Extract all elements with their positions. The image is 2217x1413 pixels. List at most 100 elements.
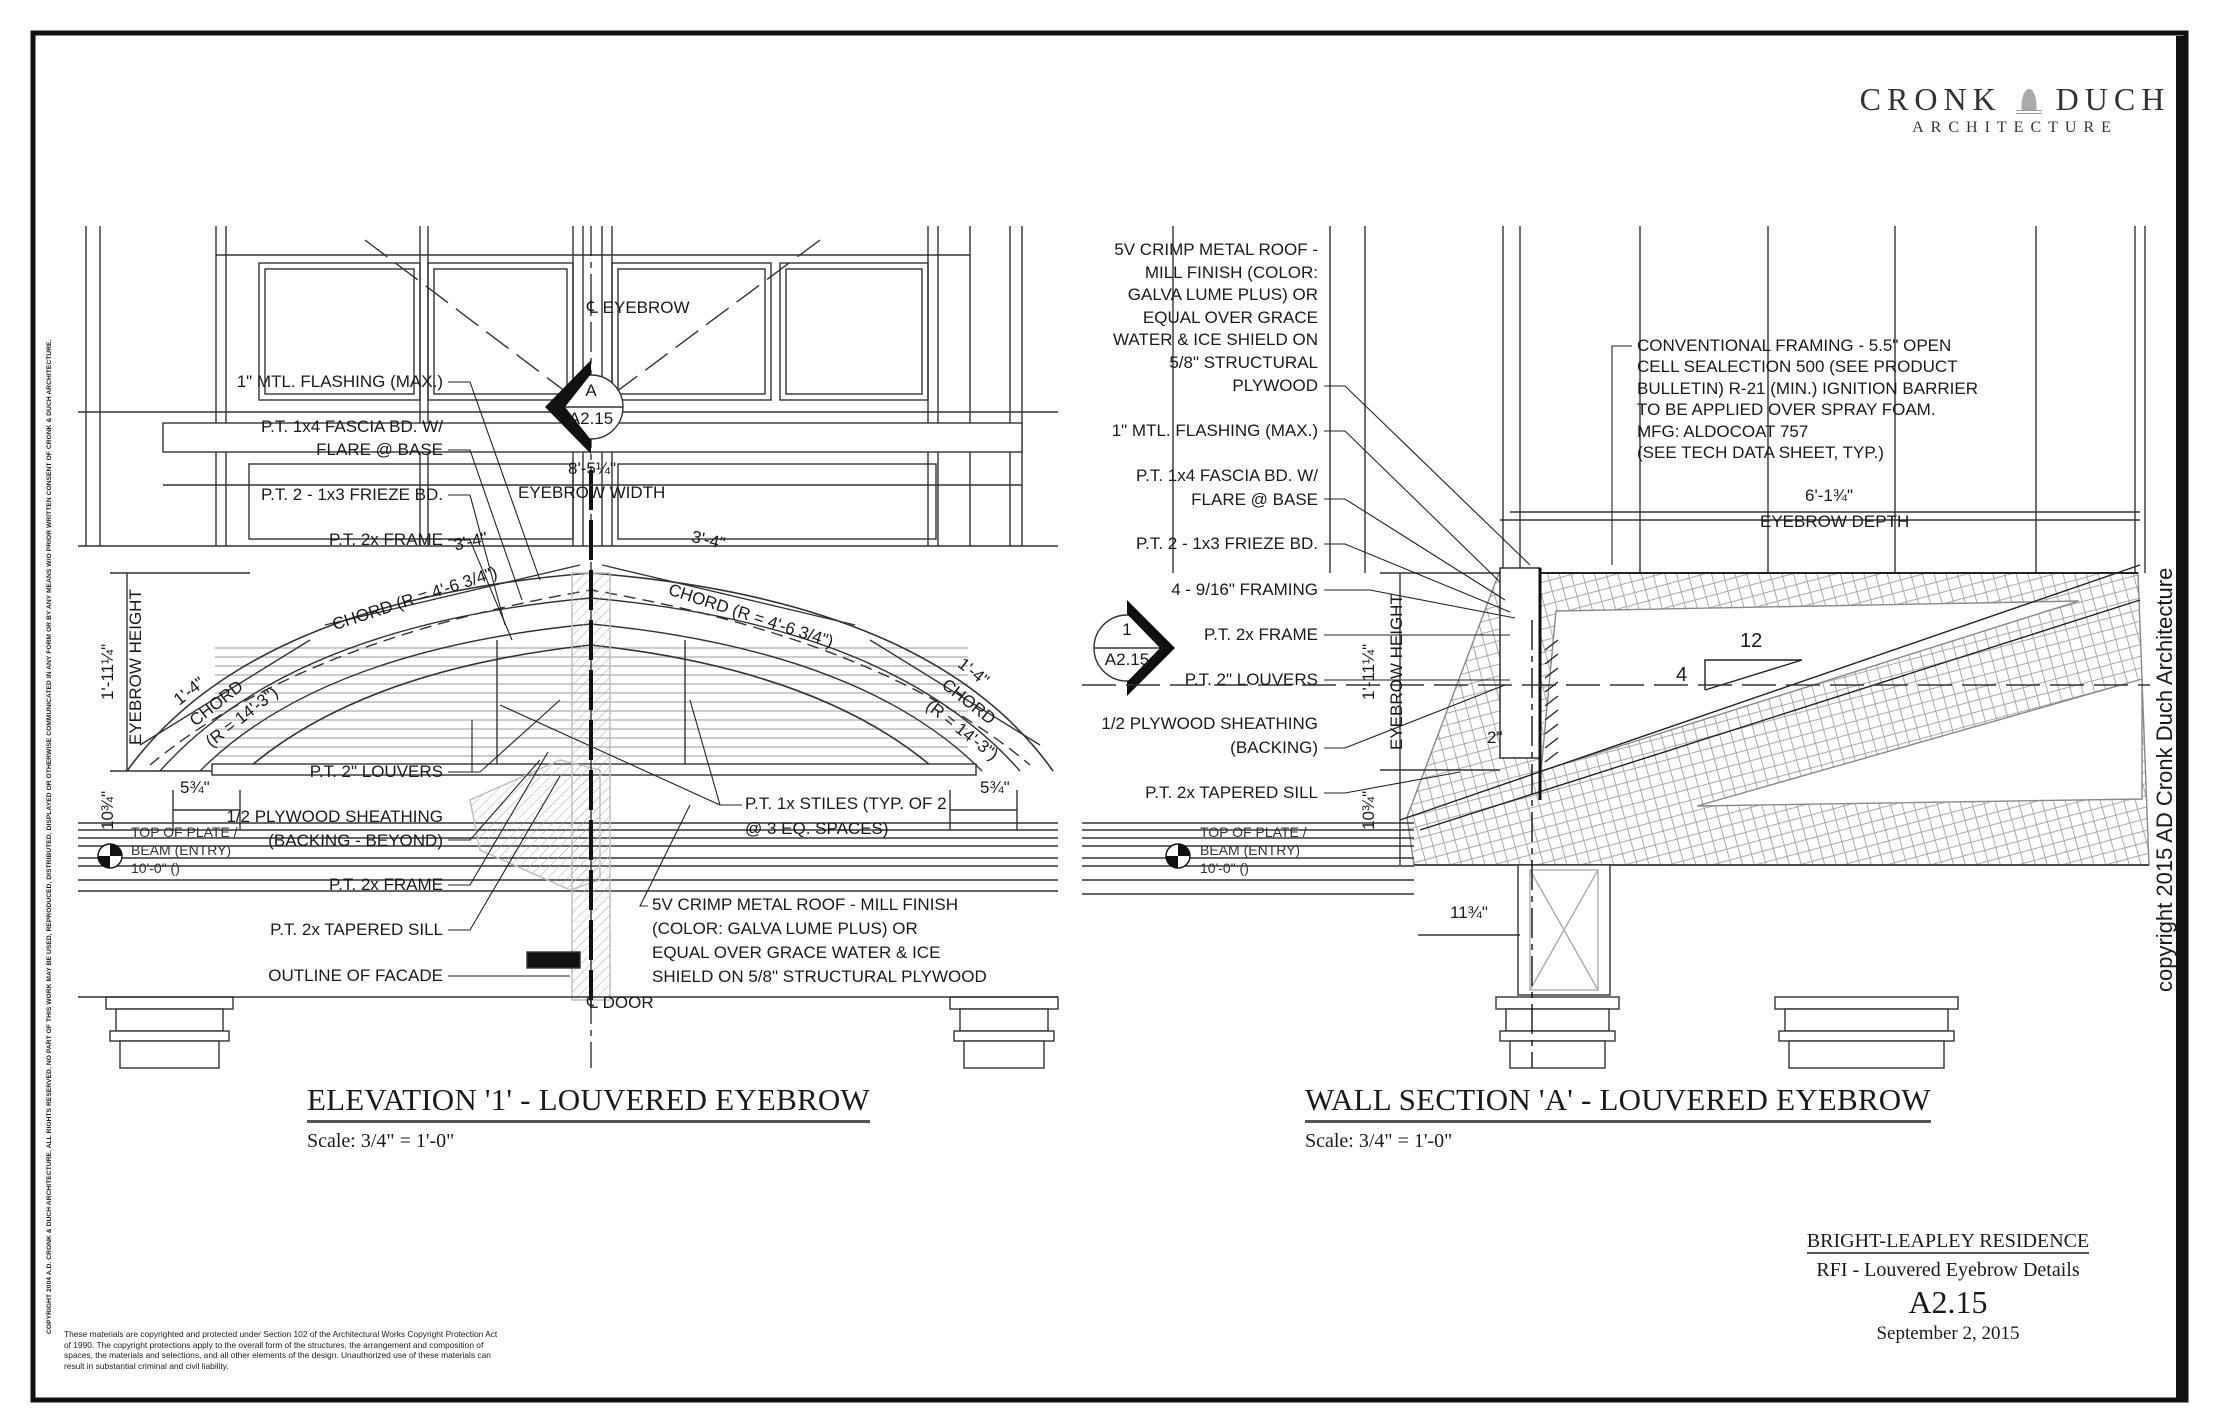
sheet-number: A2.15 [1908, 1284, 1988, 1320]
column-part [109, 1030, 230, 1042]
column-part [1509, 1040, 1606, 1069]
insulation-note-line: MFG: ALDOCOAT 757 [1637, 421, 1809, 441]
insulation-note-line: (SEE TECH DATA SHEET, TYP.) [1637, 443, 1884, 463]
roof-note-line: 5/8" STRUCTURAL [1169, 352, 1318, 372]
palmette-icon [2015, 76, 2042, 114]
section-note-fascia-2: FLARE @ BASE [1191, 490, 1318, 509]
section-height-dim: 1'-11¼" [1359, 643, 1378, 700]
note-roof-3: EQUAL OVER GRACE WATER & ICE [652, 943, 941, 962]
column-part [1774, 996, 1959, 1010]
eyebrow-width-dim: 8'-5¼" [568, 459, 617, 478]
section-marker-number: A [585, 381, 597, 400]
elevation-scale: Scale: 3/4" = 1'-0" [307, 1130, 455, 1152]
section-note-flashing: 1" MTL. FLASHING (MAX.) [1111, 421, 1318, 440]
drawing-line [1544, 681, 1559, 693]
note-stiles-1: P.T. 1x STILES (TYP. OF 2 [745, 794, 947, 813]
note-stiles-2: @ 3 EQ. SPACES) [745, 819, 889, 838]
roof-note-line: GALVA LUME PLUS) OR [1127, 285, 1318, 305]
side-dim-left: 5¾" [180, 778, 210, 797]
insulation-note-line: CELL SEALECTION 500 (SEE PRODUCT [1637, 357, 1958, 377]
centerline-door: ℄ DOOR [587, 993, 654, 1012]
slope-run: 12 [1740, 630, 1763, 652]
logo-name-right: DUCH [2055, 81, 2171, 117]
section-note-louvers: P.T. 2" LOUVERS [1184, 670, 1318, 689]
column-part [119, 1040, 220, 1069]
section-note-sheathing-2: (BACKING) [1230, 738, 1318, 757]
note-roof-1: 5V CRIMP METAL ROOF - MILL FINISH [652, 895, 959, 914]
section-note-sheathing-1: 1/2 PLYWOOD SHEATHING [1101, 714, 1318, 733]
section-note-sill: P.T. 2x TAPERED SILL [1145, 783, 1318, 802]
centerline-eyebrow: ℄ EYEBROW [587, 298, 690, 317]
section-roof-note: 5V CRIMP METAL ROOF - MILL FINISH (COLOR… [1113, 239, 1318, 397]
logo-subtitle: ARCHITECTURE [1912, 119, 2118, 136]
section-insulation-note: CONVENTIONAL FRAMING - 5.5" OPEN CELL SE… [1637, 335, 1978, 463]
column-part [1495, 996, 1620, 1010]
note-fascia-2: FLARE @ BASE [316, 440, 443, 459]
column-part [963, 1040, 1045, 1069]
beam-dim: 11¾" [1450, 903, 1488, 922]
insulation-note-line: CONVENTIONAL FRAMING - 5.5" OPEN [1637, 336, 1952, 355]
sheet-border-right [2176, 36, 2184, 1398]
section-marker-sheet: A2.15 [1104, 650, 1150, 669]
note-sheathing-1: 1/2 PLYWOOD SHEATHING [226, 807, 443, 826]
drawing-line [1544, 751, 1559, 763]
note-roof-4: SHIELD ON 5/8" STRUCTURAL PLYWOOD [652, 967, 987, 986]
section-base-dim: 10¾" [1359, 790, 1378, 830]
side-dim-right: 5¾" [980, 778, 1010, 797]
title-block: BRIGHT-LEAPLEY RESIDENCE [1789, 1230, 2107, 1254]
note-facade: OUTLINE OF FACADE [268, 966, 443, 985]
firm-logo: CRONK DUCH ARCHITECTURE [1855, 76, 2175, 138]
column-part [1505, 1008, 1610, 1032]
column-part [953, 1030, 1055, 1042]
note-louvers: P.T. 2" LOUVERS [309, 762, 443, 781]
level-line3: 10'-0" () [131, 860, 180, 876]
drawing-line [1544, 653, 1559, 665]
note-frame-lower: P.T. 2x FRAME [329, 875, 443, 894]
section-level-line3: 10'-0" () [1200, 860, 1249, 876]
roof-note-line: PLYWOOD [1232, 375, 1318, 395]
insulation-note-line: BULLETIN) R-21 (MIN.) IGNITION BARRIER [1637, 378, 1978, 398]
column-part [959, 1008, 1049, 1032]
eyebrow-height-dim: 1'-11¼" [98, 643, 117, 700]
slope-rise: 4 [1676, 664, 1688, 686]
eyebrow-height-label: EYEBROW HEIGHT [126, 589, 145, 745]
drawing-line [1544, 667, 1559, 679]
column-part [1788, 1040, 1945, 1069]
note-fascia-1: P.T. 1x4 FASCIA BD. W/ [260, 417, 443, 436]
roof-note-line: WATER & ICE SHIELD ON [1113, 330, 1318, 350]
roof-note-line: EQUAL OVER GRACE [1142, 307, 1318, 327]
column-part [105, 996, 234, 1010]
sheet-subtitle: RFI - Louvered Eyebrow Details [1816, 1259, 2080, 1281]
roof-note-line: MILL FINISH (COLOR: [1144, 262, 1318, 282]
right-copyright: copyright 2015 AD Cronk Duch Architectur… [2152, 567, 2177, 992]
sheet-date: September 2, 2015 [1876, 1323, 2020, 1344]
section-note-frame: P.T. 2x FRAME [1204, 625, 1318, 644]
drawing-line [1544, 639, 1559, 651]
section-height-label: EYEBROW HEIGHT [1387, 594, 1406, 750]
eyebrow-depth-label: EYEBROW DEPTH [1760, 512, 1910, 531]
section-scale: Scale: 3/4" = 1'-0" [1305, 1130, 1453, 1152]
insulation-note-line: TO BE APPLIED OVER SPRAY FOAM. [1637, 400, 1936, 420]
column-part [1784, 1008, 1949, 1032]
note-roof-2: (COLOR: GALVA LUME PLUS) OR [652, 919, 918, 938]
column-part [1778, 1030, 1955, 1042]
section-level-line2: BEAM (ENTRY) [1200, 842, 1301, 858]
section-level-line1: TOP OF PLATE / [1200, 824, 1307, 840]
column-part [1499, 1030, 1616, 1042]
note-sill: P.T. 2x TAPERED SILL [270, 920, 443, 939]
drawing-line [1544, 695, 1559, 707]
project-name: BRIGHT-LEAPLEY RESIDENCE [1806, 1230, 2090, 1254]
section-note-framing: 4 - 9/16" FRAMING [1171, 580, 1318, 599]
sheet-border [30, 30, 2189, 1403]
section-note-frieze: P.T. 2 - 1x3 FRIEZE BD. [1135, 534, 1318, 553]
note-frieze: P.T. 2 - 1x3 FRIEZE BD. [260, 485, 443, 504]
section-note-fascia-1: P.T. 1x4 FASCIA BD. W/ [1135, 466, 1318, 485]
roof-note-line: 5V CRIMP METAL ROOF - [1114, 240, 1318, 259]
note-frame-upper: P.T. 2x FRAME [329, 530, 443, 549]
side-copyright-notice: COPYRIGHT 2004 A.D. CRONK & DUCH ARCHITE… [46, 339, 53, 1334]
base-dim: 10¾" [98, 790, 117, 830]
eyebrow-depth-dim: 6'-1¾" [1805, 486, 1854, 505]
logo-name-left: CRONK [1859, 81, 2002, 117]
copyright-notice: These materials are copyrighted and prot… [64, 1329, 498, 1371]
